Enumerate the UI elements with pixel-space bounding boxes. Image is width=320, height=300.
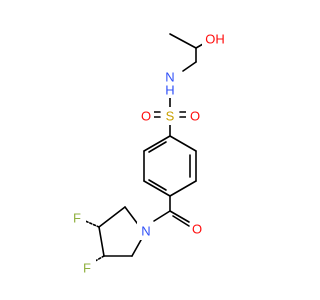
pyrrolidine-bond-2 bbox=[98, 206, 126, 228]
bond-carbonyl-o-a bbox=[169, 210, 190, 223]
bond-carbonyl-o-b bbox=[172, 215, 190, 227]
bonds bbox=[82, 33, 211, 265]
atom-o-sulfonyl-left: O bbox=[141, 109, 151, 124]
atom-n-amide: N bbox=[165, 70, 174, 85]
atom-n-pyrrolidine: N bbox=[141, 224, 150, 239]
bond-methyl-ch bbox=[169, 33, 197, 49]
ring-bond-3 bbox=[169, 180, 197, 197]
molecule-structure: OH N H S O O O N F F bbox=[70, 30, 226, 277]
atom-oh: OH bbox=[205, 32, 225, 47]
atom-o-sulfonyl-right: O bbox=[190, 109, 200, 124]
bond-carbonyl-n bbox=[153, 210, 171, 222]
bond-ch2-n bbox=[182, 61, 197, 72]
ring-inner-2 bbox=[148, 179, 167, 191]
ring-bond-1 bbox=[169, 135, 197, 152]
atom-o-carbonyl: O bbox=[192, 222, 202, 237]
ring-inner-3 bbox=[148, 141, 167, 153]
atom-labels: OH N H S O O O N F F bbox=[70, 30, 226, 277]
atom-s: S bbox=[166, 109, 175, 124]
atom-h: H bbox=[165, 83, 174, 98]
atom-f-upper: F bbox=[73, 211, 81, 226]
pyrrolidine-bond-5 bbox=[131, 239, 142, 257]
ring-bond-4 bbox=[143, 180, 171, 197]
ring-bond-6 bbox=[143, 135, 171, 152]
atom-f-lower: F bbox=[83, 261, 91, 276]
pyrrolidine-bond-3 bbox=[98, 226, 105, 257]
